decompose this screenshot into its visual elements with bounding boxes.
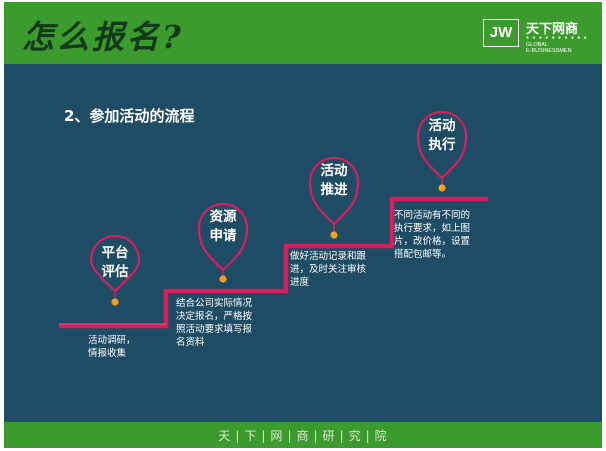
pin-marker-4 [416, 110, 468, 192]
step-3-desc-line1: 做好活动记录和跟 [290, 251, 367, 262]
footer-separator: | [261, 429, 267, 443]
step-4-title-line1: 活动 [428, 118, 456, 134]
logo-name-cn: 天下网商 [526, 22, 579, 37]
step-3-title: 活动 推进 [299, 162, 369, 200]
step-1-desc-line1: 活动调研， [88, 335, 136, 346]
step-3-desc-line2: 进，及时关注审核 [290, 264, 367, 275]
pin-marker-3 [308, 156, 360, 239]
footer-separator: | [365, 429, 371, 443]
step-4-description: 不同活动有不同的 执行要求，如上图 片，改价格，设置 搭配包邮等。 [394, 209, 470, 261]
step-1-title-line2: 评估 [101, 264, 129, 280]
step-3-description: 做好活动记录和跟 进，及时关注审核 进度 [290, 250, 366, 289]
pin-marker-1 [89, 234, 141, 306]
footer-char: 商 [296, 429, 310, 443]
footer-char: 研 [322, 429, 336, 443]
step-2-desc-line3: 照活动要求填写报 [176, 324, 253, 335]
step-2-title-line1: 资源 [209, 209, 237, 225]
logo-dots: ● ● ● ● ● ● ● ● ● ● [526, 35, 588, 41]
step-4-desc-line1: 不同活动有不同的 [394, 210, 471, 221]
step-2-desc-line1: 结合公司实际情况 [176, 298, 253, 309]
step-1-description: 活动调研， 情报收集 [88, 334, 136, 360]
step-4-desc-line2: 执行要求，如上图 [394, 223, 471, 234]
footer-separator: | [235, 429, 241, 443]
footer-bar: 天|下|网|商|研|究|院 [4, 422, 602, 448]
step-3-title-line2: 推进 [320, 182, 348, 198]
page-title: 怎么报名? [22, 18, 184, 56]
step-4-title: 活动 执行 [407, 117, 477, 155]
step-4-desc-line4: 搭配包邮等。 [394, 249, 452, 260]
logo-name-en-2: E-BUSINESSMEN [526, 48, 572, 54]
footer-separator: | [287, 429, 293, 443]
footer-char: 究 [348, 429, 362, 443]
header-bar: 怎么报名? JW 天下网商 ● ● ● ● ● ● ● ● ● ● GLOBAL… [4, 2, 602, 64]
brand-logo: JW 天下网商 ● ● ● ● ● ● ● ● ● ● GLOBAL E-BUS… [477, 16, 597, 56]
slide: 怎么报名? JW 天下网商 ● ● ● ● ● ● ● ● ● ● GLOBAL… [4, 2, 602, 448]
footer-separator: | [313, 429, 319, 443]
step-3-desc-line3: 进度 [290, 277, 310, 288]
section-subtitle: 2、参加活动的流程 [64, 107, 195, 125]
step-4-title-line2: 执行 [428, 137, 456, 153]
step-2-title: 资源 申请 [188, 208, 258, 246]
footer-char: 网 [270, 429, 284, 443]
step-1-desc-line2: 情报收集 [88, 348, 127, 359]
step-4-desc-line3: 片，改价格，设置 [394, 236, 471, 247]
pin-marker-2 [197, 202, 249, 283]
footer-separator: | [339, 429, 345, 443]
logo-name-en-1: GLOBAL [526, 42, 549, 48]
step-1-title-line1: 平台 [101, 245, 129, 261]
step-3-title-line1: 活动 [320, 163, 348, 179]
footer-char: 院 [374, 429, 388, 443]
stair-diagram [59, 110, 488, 329]
step-2-desc-line4: 名资料 [176, 337, 205, 348]
stair-line [59, 196, 488, 329]
footer-text: 天|下|网|商|研|究|院 [216, 427, 389, 444]
step-2-desc-line2: 决定报名，严格按 [176, 311, 253, 322]
footer-char: 天 [218, 429, 232, 443]
step-2-description: 结合公司实际情况 决定报名，严格按 照活动要求填写报 名资料 [176, 297, 252, 349]
footer-char: 下 [244, 429, 258, 443]
step-2-title-line2: 申请 [209, 228, 237, 244]
step-1-title: 平台 评估 [80, 244, 150, 282]
logo-badge: JW [483, 19, 519, 47]
